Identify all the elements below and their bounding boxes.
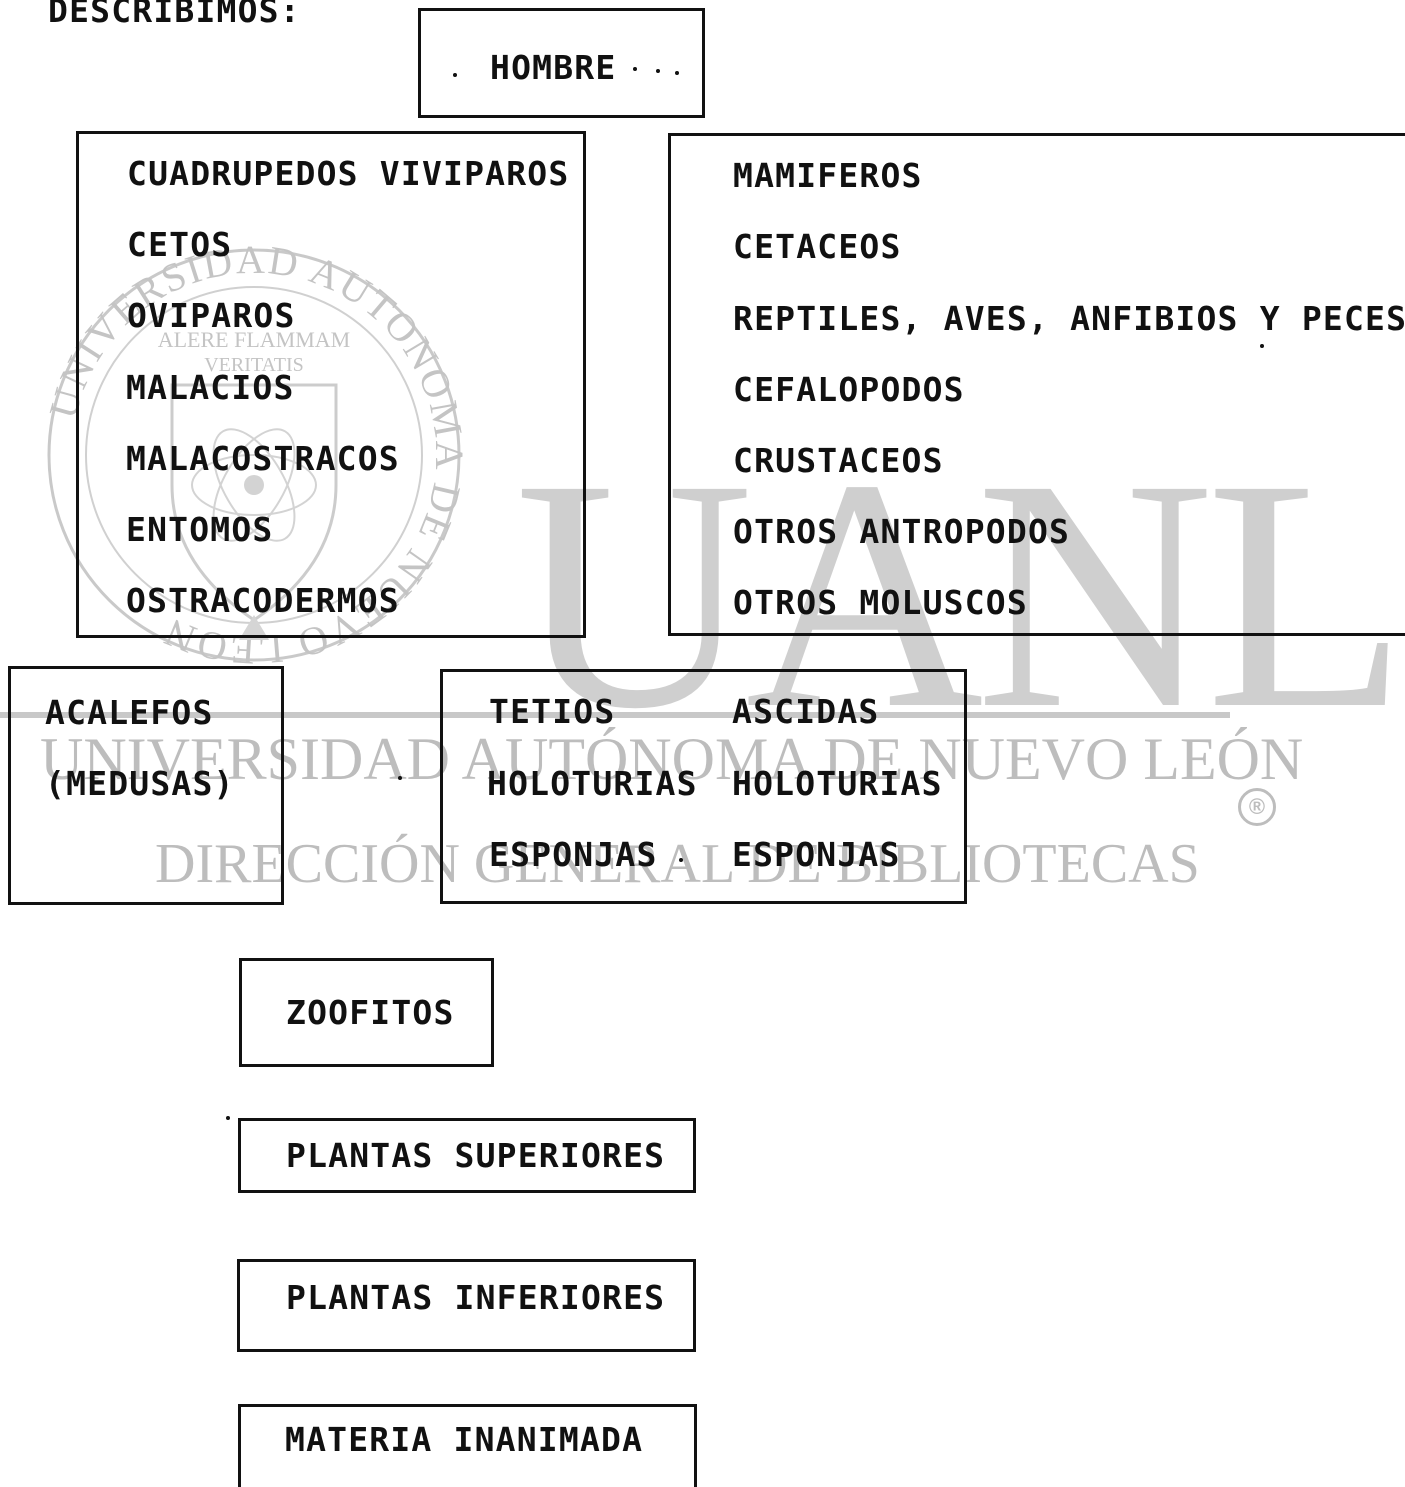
left-group-item: ENTOMOS <box>126 510 274 549</box>
materia-inanimada-box <box>238 1404 697 1487</box>
left-group-item: CETOS <box>127 225 233 264</box>
middle-left-item: TETIOS <box>489 692 616 731</box>
hombre-label: HOMBRE <box>490 48 617 87</box>
left-group-item: OVIPAROS <box>127 296 296 335</box>
registered-icon: ® <box>1238 788 1276 826</box>
acalefos-box <box>8 666 284 905</box>
materia-inanimada-label: MATERIA INANIMADA <box>285 1420 644 1459</box>
scan-dot <box>1260 344 1264 348</box>
plantas-inferiores-box <box>237 1259 696 1352</box>
left-group-item: MALACIOS <box>126 368 295 407</box>
plantas-superiores-label: PLANTAS SUPERIORES <box>286 1136 666 1175</box>
right-group-item: REPTILES, AVES, ANFIBIOS Y PECES <box>733 299 1405 338</box>
middle-group-box <box>440 669 967 904</box>
zoofitos-box <box>239 958 494 1067</box>
medusas-label: (MEDUSAS) <box>45 764 235 803</box>
right-group-box <box>668 133 1405 636</box>
acalefos-label: ACALEFOS <box>45 693 214 732</box>
scan-dot <box>453 73 457 77</box>
scan-dot <box>675 71 679 75</box>
middle-right-item: ASCIDAS <box>732 692 880 731</box>
scan-dot <box>633 67 637 71</box>
left-group-item: OSTRACODERMOS <box>126 581 400 620</box>
plantas-superiores-box <box>238 1118 696 1193</box>
right-group-item: CEFALOPODOS <box>733 370 965 409</box>
left-group-item: CUADRUPEDOS VIVIPAROS <box>127 154 570 193</box>
right-group-item: CETACEOS <box>733 227 902 266</box>
scan-dot <box>656 69 660 73</box>
scan-dot <box>679 858 683 862</box>
middle-right-item: HOLOTURIAS <box>732 764 943 803</box>
middle-right-item: ESPONJAS <box>732 835 901 874</box>
describimos-heading: DESCRIBIMOS: <box>48 0 301 30</box>
right-group-item: OTROS ANTROPODOS <box>733 512 1071 551</box>
scan-dot <box>226 1116 230 1120</box>
hombre-box <box>418 8 705 118</box>
zoofitos-label: ZOOFITOS <box>286 993 455 1032</box>
plantas-inferiores-label: PLANTAS INFERIORES <box>286 1278 666 1317</box>
scan-dot <box>398 776 402 780</box>
right-group-item: MAMIFEROS <box>733 156 923 195</box>
right-group-item: CRUSTACEOS <box>733 441 944 480</box>
middle-left-item: ESPONJAS <box>489 835 658 874</box>
right-group-item: OTROS MOLUSCOS <box>733 583 1028 622</box>
left-group-item: MALACOSTRACOS <box>126 439 400 478</box>
middle-left-item: HOLOTURIAS <box>487 764 698 803</box>
